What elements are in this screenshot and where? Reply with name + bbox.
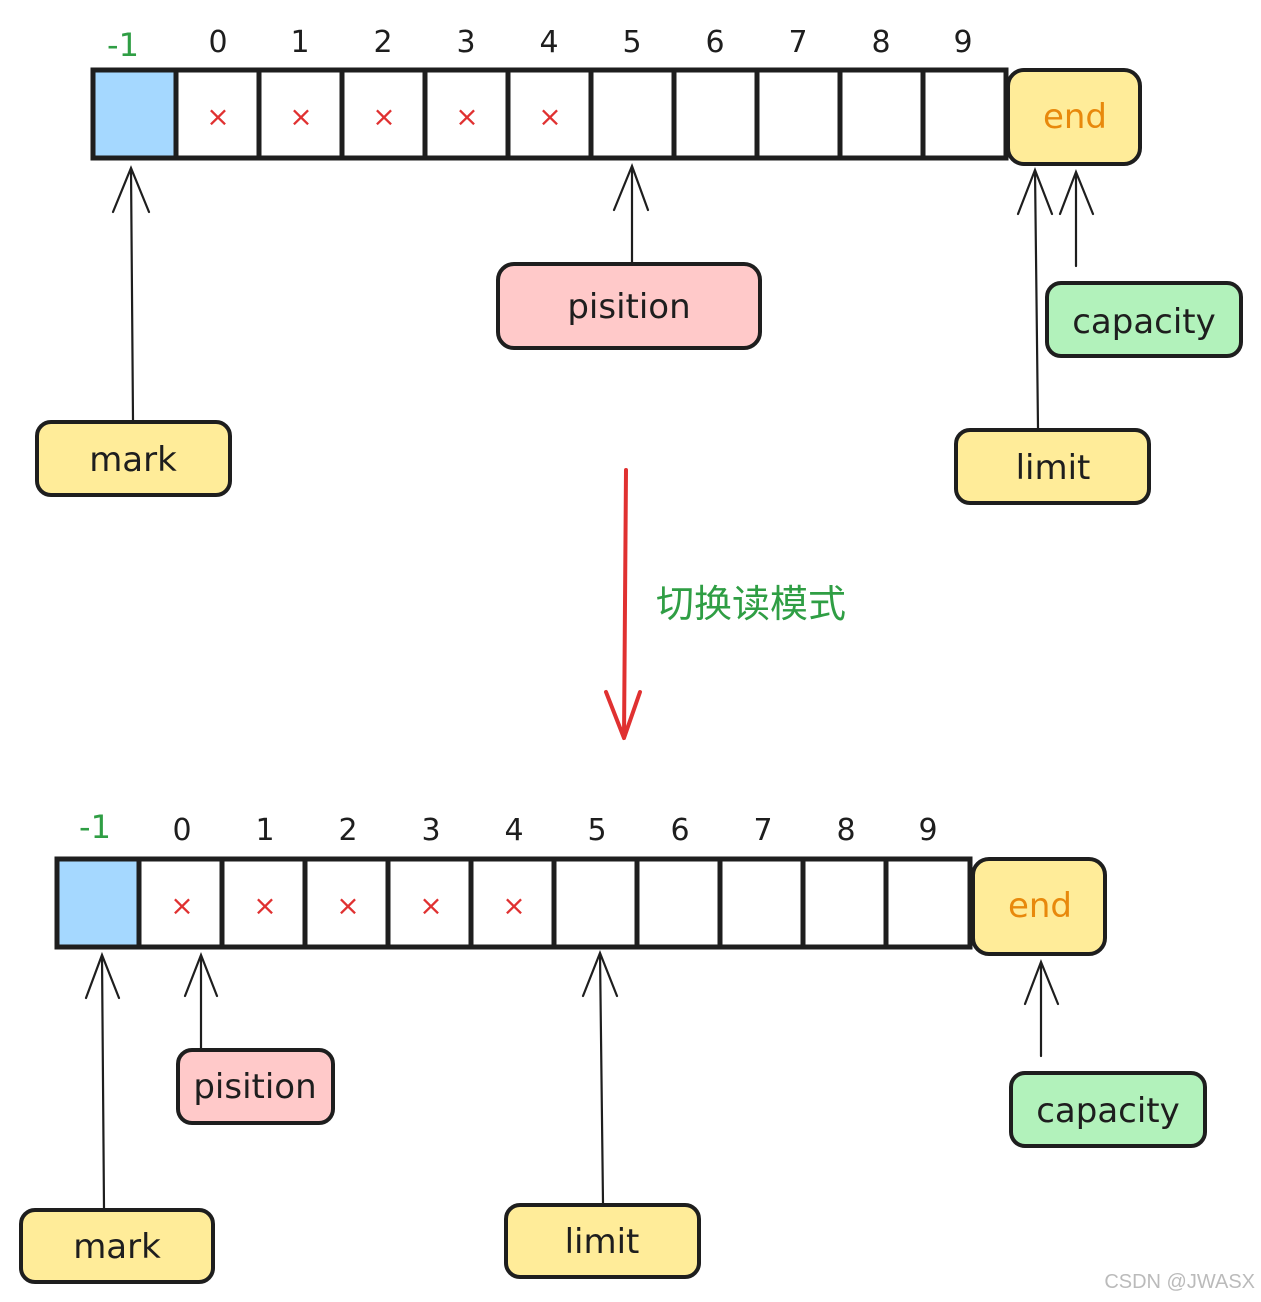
index-label: 5: [622, 25, 641, 60]
limit-label: limit: [1016, 448, 1091, 488]
mark-label: mark: [89, 440, 177, 480]
mark-box: [19, 1208, 215, 1284]
index-label: 4: [539, 25, 558, 60]
buffer-after: -1 0 1 2 3 4 5 6 7 8 9 × ×: [19, 808, 1207, 1284]
buffer-cell: [883, 856, 973, 950]
buffer-cell: [837, 67, 926, 161]
transition: 切换读模式: [604, 468, 846, 740]
index-label: 9: [918, 813, 937, 848]
cross-mark: ×: [170, 889, 193, 922]
cross-mark: ×: [538, 100, 561, 133]
buffer-cell: [920, 67, 1009, 161]
watermark: CSDN @JWASX: [1104, 1271, 1255, 1293]
limit-arrow: [1016, 166, 1054, 430]
position-label: pisition: [193, 1067, 316, 1107]
index-label: 3: [421, 813, 440, 848]
capacity-label: capacity: [1072, 302, 1216, 342]
filled-cell-marks: × × × × ×: [170, 889, 525, 922]
capacity-arrow: [1023, 958, 1060, 1058]
index-label: 7: [788, 25, 807, 60]
capacity-label: capacity: [1036, 1091, 1180, 1131]
mark-index-label: -1: [79, 808, 111, 846]
cross-mark: ×: [206, 100, 229, 133]
cross-mark: ×: [253, 889, 276, 922]
index-label: 8: [871, 25, 890, 60]
index-label: 2: [373, 25, 392, 60]
end-cell: [1006, 68, 1142, 166]
index-label: 5: [587, 813, 606, 848]
mark-index-label: -1: [107, 26, 139, 64]
buffer-cell: [717, 856, 806, 950]
buffer-cell: [800, 856, 889, 950]
limit-arrow: [581, 950, 619, 1205]
position-label: pisition: [567, 287, 690, 327]
mark-cell: [90, 67, 179, 161]
mark-label: mark: [73, 1227, 161, 1267]
capacity-arrow: [1058, 168, 1095, 268]
cross-mark: ×: [289, 100, 312, 133]
position-arrow: [612, 162, 650, 264]
filled-cell-marks: × × × × ×: [206, 100, 561, 133]
cross-mark: ×: [419, 889, 442, 922]
transition-label: 切换读模式: [656, 582, 846, 626]
index-label: 1: [255, 813, 274, 848]
mark-cell: [54, 856, 142, 950]
pointer-arrows: [111, 162, 1095, 430]
buffer-cell: [754, 67, 843, 161]
index-label: 1: [290, 25, 309, 60]
end-label: end: [1043, 97, 1107, 137]
transition-arrow: [604, 468, 642, 740]
index-label: 4: [504, 813, 523, 848]
cross-mark: ×: [336, 889, 359, 922]
position-box: [496, 262, 762, 350]
limit-box: [504, 1203, 701, 1279]
cross-mark: ×: [502, 889, 525, 922]
pointer-arrows: [84, 950, 1060, 1210]
index-label: 6: [705, 25, 724, 60]
cross-mark: ×: [455, 100, 478, 133]
buffer-before: -1 0 1 2 3 4 5 6 7 8 9 × ×: [35, 25, 1243, 505]
limit-box: [954, 428, 1151, 505]
index-label: 3: [456, 25, 475, 60]
index-label: 8: [836, 813, 855, 848]
index-label: 7: [753, 813, 772, 848]
buffer-cell: [551, 856, 640, 950]
limit-label: limit: [565, 1222, 640, 1262]
mark-arrow: [111, 165, 151, 422]
index-labels: 0 1 2 3 4 5 6 7 8 9: [172, 813, 937, 848]
capacity-box: [1009, 1071, 1207, 1148]
capacity-box: [1045, 281, 1243, 358]
index-label: 0: [172, 813, 191, 848]
buffer-cells: [136, 856, 973, 950]
position-arrow: [183, 951, 219, 1050]
end-label: end: [1008, 886, 1072, 926]
mark-arrow: [84, 951, 121, 1210]
index-label: 9: [953, 25, 972, 60]
buffer-cell: [588, 67, 677, 161]
position-box: [176, 1048, 335, 1125]
cross-mark: ×: [372, 100, 395, 133]
index-label: 6: [670, 813, 689, 848]
index-labels: 0 1 2 3 4 5 6 7 8 9: [208, 25, 972, 60]
buffer-cell: [671, 67, 760, 161]
index-label: 0: [208, 25, 227, 60]
buffer-cell: [634, 856, 723, 950]
index-label: 2: [338, 813, 357, 848]
mark-box: [35, 420, 232, 497]
end-cell: [971, 857, 1107, 956]
